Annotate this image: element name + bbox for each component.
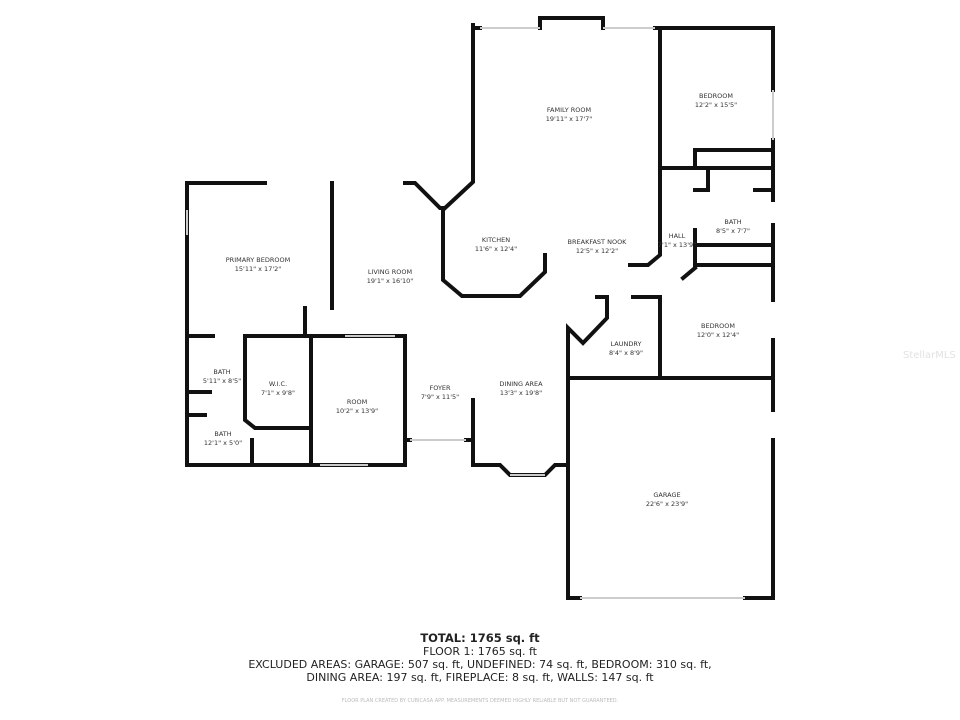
- walls: [185, 16, 775, 600]
- room-name: BATH: [724, 218, 742, 226]
- room-name: LAUNDRY: [610, 340, 642, 348]
- room-dims: 11'6" x 12'4": [474, 245, 518, 253]
- room-dims: 10'2" x 13'9": [335, 407, 379, 415]
- room-name: DINING AREA: [499, 380, 543, 388]
- excluded-areas-line-2: DINING AREA: 197 sq. ft, FIREPLACE: 8 sq…: [306, 671, 654, 684]
- room-dims: 7'1" x 9'8": [260, 389, 296, 397]
- room-name: GARAGE: [653, 491, 681, 499]
- room-dims: 19'11" x 17'7": [545, 115, 593, 123]
- room-name: FAMILY ROOM: [546, 106, 592, 114]
- room-name: BREAKFAST NOOK: [567, 238, 627, 246]
- room-name: BEDROOM: [699, 92, 733, 100]
- room-dims: 13'3" x 19'8": [499, 389, 543, 397]
- room-name: LIVING ROOM: [367, 268, 413, 276]
- floor-area: FLOOR 1: 1765 sq. ft: [423, 645, 537, 658]
- room-dims: 5'11" x 8'5": [202, 377, 242, 385]
- room-dims: 12'0" x 12'4": [696, 331, 740, 339]
- area-summary: TOTAL: 1765 sq. ft FLOOR 1: 1765 sq. ft …: [0, 631, 960, 685]
- room-name: PRIMARY BEDROOM: [225, 256, 291, 264]
- credit-text: FLOOR PLAN CREATED BY CUBICASA APP. MEAS…: [341, 698, 619, 704]
- room-label-wic: W.I.C.7'1" x 9'8": [261, 380, 295, 398]
- room-dims: 8'5" x 7'7": [715, 227, 751, 235]
- windows: [186, 27, 774, 599]
- room-dims: 12'2" x 15'5": [694, 101, 738, 109]
- room-name: BATH: [213, 368, 231, 376]
- room-dims: 22'6" x 23'9": [645, 500, 689, 508]
- room-dims: 7'1" x 13'9": [657, 241, 697, 249]
- room-name: HALL: [668, 232, 686, 240]
- room-dims: 15'11" x 17'2": [234, 265, 282, 273]
- room-name: W.I.C.: [268, 380, 288, 388]
- excluded-areas-line-1: EXCLUDED AREAS: GARAGE: 507 sq. ft, UNDE…: [248, 658, 712, 671]
- room-name: BEDROOM: [701, 322, 735, 330]
- room-name: BATH: [214, 430, 232, 438]
- room-name: FOYER: [429, 384, 451, 392]
- room-dims: 19'1" x 16'10": [366, 277, 414, 285]
- room-dims: 7'9" x 11'5": [420, 393, 460, 401]
- room-name: KITCHEN: [481, 236, 511, 244]
- room-dims: 8'4" x 8'9": [608, 349, 644, 357]
- room-name: ROOM: [346, 398, 368, 406]
- room-dims: 12'1" x 5'0": [203, 439, 243, 447]
- total-area: TOTAL: 1765 sq. ft: [420, 631, 540, 645]
- watermark-logo: StellarMLS: [903, 350, 956, 361]
- room-dims: 12'5" x 12'2": [575, 247, 619, 255]
